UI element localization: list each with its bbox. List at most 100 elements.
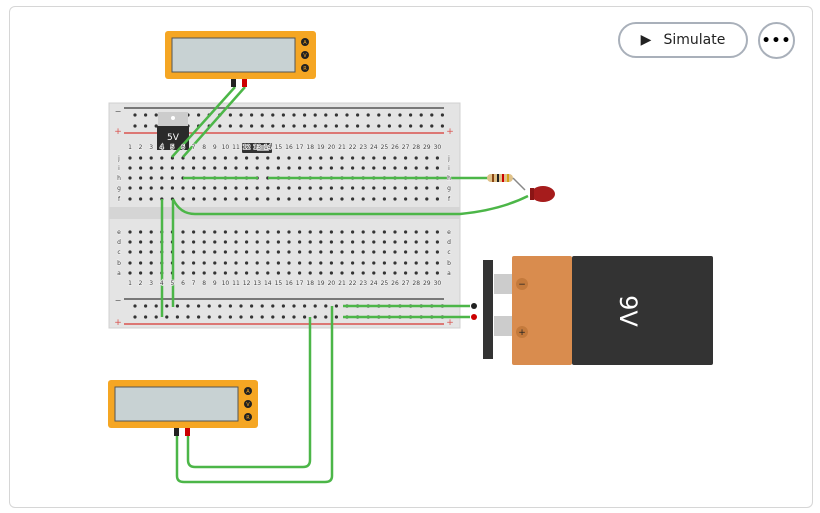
hole[interactable] bbox=[202, 240, 206, 244]
hole[interactable] bbox=[192, 156, 196, 160]
hole[interactable] bbox=[404, 250, 408, 254]
hole[interactable] bbox=[276, 166, 280, 170]
hole[interactable] bbox=[329, 250, 333, 254]
hole[interactable] bbox=[329, 271, 333, 275]
hole[interactable] bbox=[308, 271, 312, 275]
hole[interactable] bbox=[223, 186, 227, 190]
hole[interactable] bbox=[351, 240, 355, 244]
hole[interactable] bbox=[425, 240, 429, 244]
hole[interactable] bbox=[165, 304, 169, 308]
hole[interactable] bbox=[340, 240, 344, 244]
hole[interactable] bbox=[435, 240, 439, 244]
hole[interactable] bbox=[128, 240, 132, 244]
hole[interactable] bbox=[303, 113, 307, 117]
mode-v[interactable]: V bbox=[303, 53, 307, 59]
hole[interactable] bbox=[356, 124, 360, 128]
hole[interactable] bbox=[435, 250, 439, 254]
hole[interactable] bbox=[128, 230, 132, 234]
slide-switch[interactable] bbox=[242, 143, 272, 153]
hole[interactable] bbox=[239, 315, 243, 319]
hole[interactable] bbox=[329, 166, 333, 170]
mode-v[interactable]: V bbox=[246, 402, 250, 408]
hole[interactable] bbox=[271, 113, 275, 117]
hole[interactable] bbox=[245, 186, 249, 190]
hole[interactable] bbox=[382, 186, 386, 190]
hole[interactable] bbox=[139, 240, 143, 244]
hole[interactable] bbox=[234, 186, 238, 190]
hole[interactable] bbox=[197, 304, 201, 308]
hole[interactable] bbox=[340, 166, 344, 170]
hole[interactable] bbox=[298, 166, 302, 170]
hole[interactable] bbox=[414, 240, 418, 244]
hole[interactable] bbox=[218, 304, 222, 308]
hole[interactable] bbox=[139, 186, 143, 190]
hole[interactable] bbox=[128, 176, 132, 180]
hole[interactable] bbox=[334, 315, 338, 319]
hole[interactable] bbox=[281, 304, 285, 308]
hole[interactable] bbox=[404, 156, 408, 160]
hole[interactable] bbox=[133, 124, 137, 128]
hole[interactable] bbox=[239, 124, 243, 128]
hole[interactable] bbox=[175, 304, 179, 308]
hole[interactable] bbox=[393, 197, 397, 201]
hole[interactable] bbox=[430, 124, 434, 128]
hole[interactable] bbox=[361, 261, 365, 265]
hole[interactable] bbox=[308, 240, 312, 244]
hole[interactable] bbox=[128, 250, 132, 254]
hole[interactable] bbox=[154, 315, 158, 319]
hole[interactable] bbox=[361, 156, 365, 160]
hole[interactable] bbox=[223, 156, 227, 160]
hole[interactable] bbox=[186, 304, 190, 308]
hole[interactable] bbox=[144, 113, 148, 117]
hole[interactable] bbox=[303, 124, 307, 128]
hole[interactable] bbox=[202, 261, 206, 265]
hole[interactable] bbox=[223, 261, 227, 265]
hole[interactable] bbox=[160, 186, 164, 190]
mode-a[interactable]: A bbox=[303, 40, 307, 46]
hole[interactable] bbox=[139, 230, 143, 234]
hole[interactable] bbox=[281, 113, 285, 117]
hole[interactable] bbox=[425, 230, 429, 234]
hole[interactable] bbox=[287, 261, 291, 265]
hole[interactable] bbox=[223, 250, 227, 254]
hole[interactable] bbox=[128, 271, 132, 275]
hole[interactable] bbox=[409, 113, 413, 117]
hole[interactable] bbox=[351, 197, 355, 201]
hole[interactable] bbox=[128, 261, 132, 265]
hole[interactable] bbox=[414, 156, 418, 160]
hole[interactable] bbox=[404, 197, 408, 201]
hole[interactable] bbox=[160, 156, 164, 160]
hole[interactable] bbox=[351, 250, 355, 254]
hole[interactable] bbox=[276, 240, 280, 244]
hole[interactable] bbox=[181, 240, 185, 244]
hole[interactable] bbox=[435, 271, 439, 275]
hole[interactable] bbox=[149, 176, 153, 180]
hole[interactable] bbox=[372, 166, 376, 170]
hole[interactable] bbox=[319, 156, 323, 160]
mode-a[interactable]: A bbox=[246, 389, 250, 395]
hole[interactable] bbox=[245, 240, 249, 244]
hole[interactable] bbox=[425, 186, 429, 190]
hole[interactable] bbox=[308, 197, 312, 201]
hole[interactable] bbox=[213, 230, 217, 234]
hole[interactable] bbox=[387, 113, 391, 117]
hole[interactable] bbox=[393, 166, 397, 170]
hole[interactable] bbox=[276, 186, 280, 190]
hole[interactable] bbox=[160, 166, 164, 170]
hole[interactable] bbox=[255, 186, 259, 190]
hole[interactable] bbox=[313, 315, 317, 319]
hole[interactable] bbox=[319, 197, 323, 201]
hole[interactable] bbox=[149, 271, 153, 275]
hole[interactable] bbox=[287, 271, 291, 275]
hole[interactable] bbox=[372, 156, 376, 160]
hole[interactable] bbox=[324, 113, 328, 117]
hole[interactable] bbox=[298, 250, 302, 254]
hole[interactable] bbox=[287, 240, 291, 244]
hole[interactable] bbox=[393, 156, 397, 160]
hole[interactable] bbox=[245, 250, 249, 254]
hole[interactable] bbox=[228, 304, 232, 308]
hole[interactable] bbox=[303, 304, 307, 308]
hole[interactable] bbox=[266, 197, 270, 201]
hole[interactable] bbox=[250, 124, 254, 128]
hole[interactable] bbox=[218, 315, 222, 319]
